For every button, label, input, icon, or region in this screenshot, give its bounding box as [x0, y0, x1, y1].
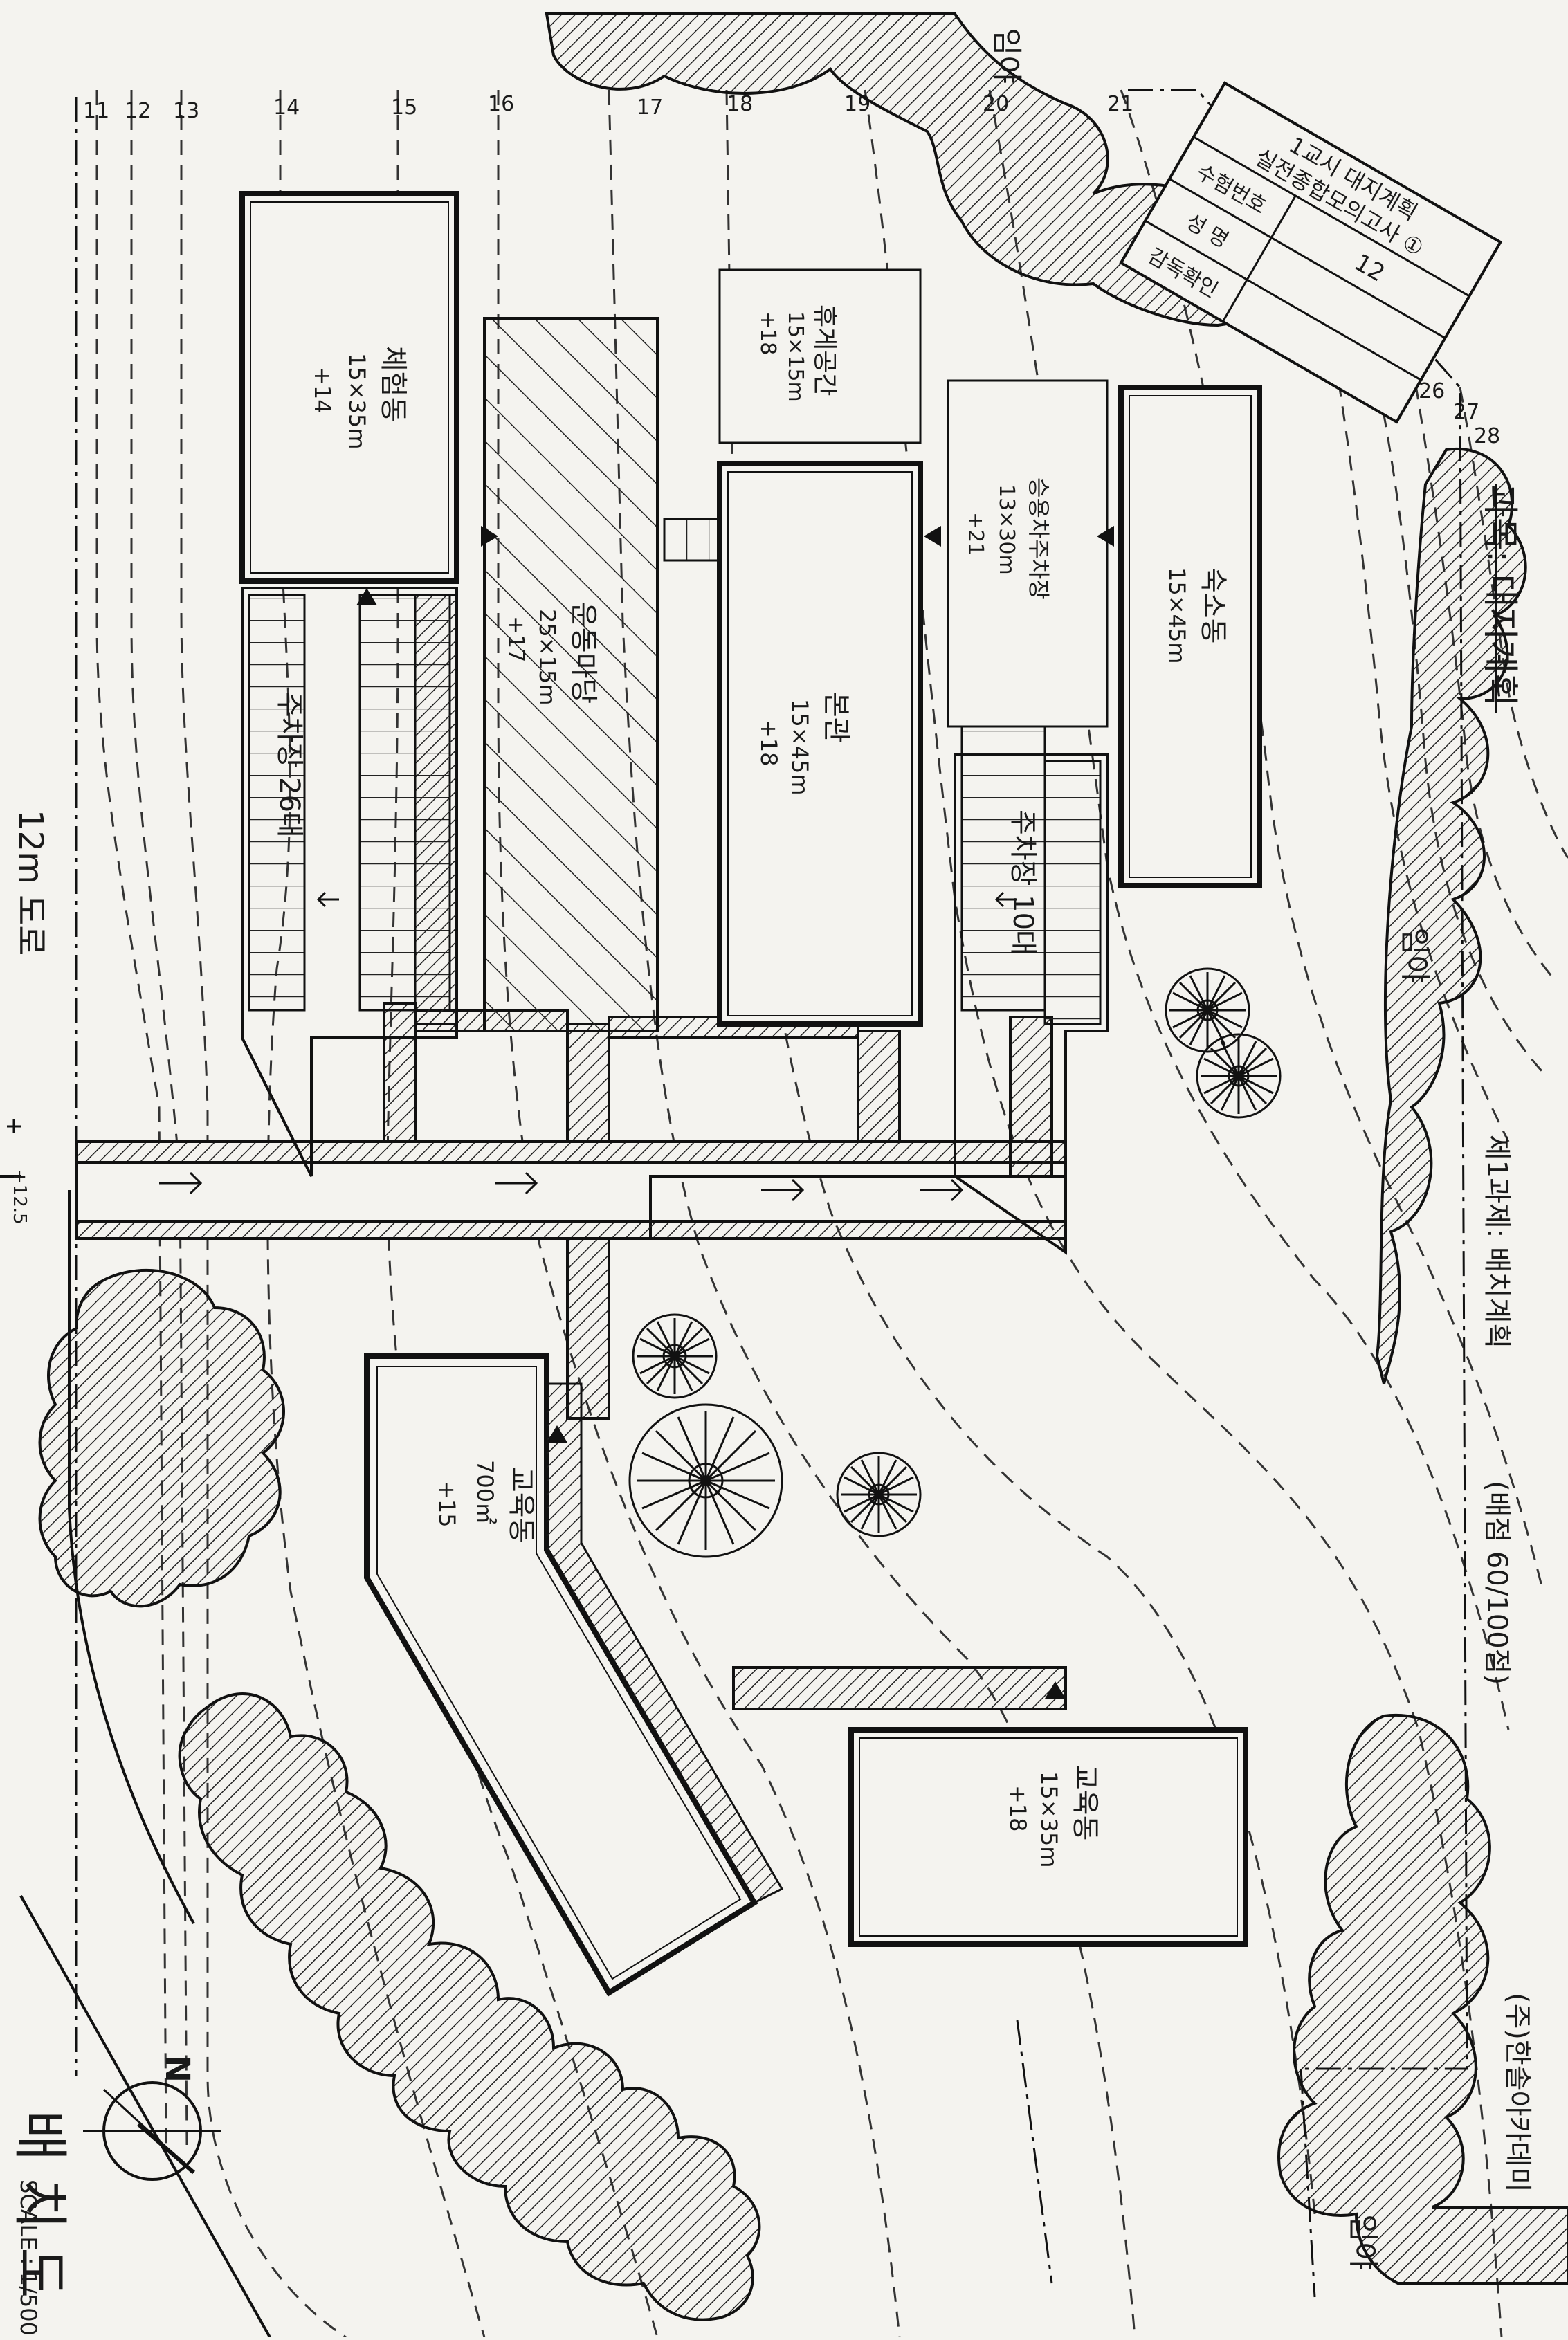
road-label: 12m 도로 [11, 810, 50, 956]
building-level: +18 [1005, 1785, 1031, 1832]
contour-label: 16 [488, 92, 514, 116]
parking-lot-26-label: 주차장 26대 [273, 692, 305, 838]
building-level: +15 [434, 1481, 460, 1528]
contour-label: 14 [273, 95, 300, 120]
car-parking-size: 13×30m [994, 484, 1019, 575]
contour-label: 26 [1419, 379, 1445, 403]
building-size: 15×45m [787, 699, 813, 795]
contour-label: 27 [1453, 400, 1479, 424]
rest-area-label: 휴게공간 [810, 304, 839, 396]
yard-size: 25×15m [534, 609, 560, 705]
stairs [664, 519, 720, 560]
contour-label: 28 [1474, 424, 1500, 448]
building-size: 15×45m [1164, 567, 1190, 664]
problem-label: 제1과제: 배치계획 [1481, 1135, 1513, 1349]
building-size: 15×35m [1036, 1771, 1062, 1867]
car-parking-label: 승용차주차장 [1025, 477, 1052, 600]
forest-label-top: 임야 [989, 28, 1024, 84]
road-level-label: +12.5 [9, 1169, 30, 1225]
building-label: 체험동 [377, 346, 409, 422]
building-label: 교육동 [505, 1467, 537, 1543]
publisher-label: (주)한솔아카데미 [1502, 1993, 1533, 2193]
contour-label: 11 [83, 99, 109, 123]
building-level: +18 [756, 720, 782, 767]
building-label: 교육동 [1069, 1764, 1101, 1840]
rest-area-size: 15×15m [783, 311, 808, 402]
yard-label: 운동마당 [567, 602, 599, 704]
contour-label: 18 [727, 92, 753, 116]
contour-label: 12 [125, 99, 151, 123]
contour-label: 21 [1107, 92, 1133, 116]
subject-label: 과목: 대지계획 [1479, 484, 1520, 706]
car-parking-level: +21 [963, 512, 987, 556]
contour-label: 17 [637, 95, 663, 120]
north-label: N [158, 2055, 197, 2083]
building-level: +14 [309, 367, 336, 414]
score-label: (배점 60/100점) [1481, 1481, 1513, 1685]
forest-label-right: 임야 [1397, 927, 1432, 983]
parking-lot-10-label: 주차장 10대 [1007, 810, 1039, 956]
forest-label-bottom-right: 임야 [1345, 2214, 1380, 2270]
building-size: 700㎡ [472, 1460, 498, 1524]
contour-label: 13 [173, 99, 199, 123]
building-main-hall[interactable] [720, 464, 920, 1024]
building-size: 15×35m [344, 353, 370, 449]
building-label: 본관 [820, 692, 852, 743]
yard-level: +17 [503, 616, 529, 663]
drawing-scale: SCALE : 1/500 [15, 2179, 42, 2336]
building-label: 숙소동 [1197, 567, 1229, 643]
contour-label: 15 [391, 95, 417, 120]
rest-area-level: +18 [756, 311, 780, 355]
